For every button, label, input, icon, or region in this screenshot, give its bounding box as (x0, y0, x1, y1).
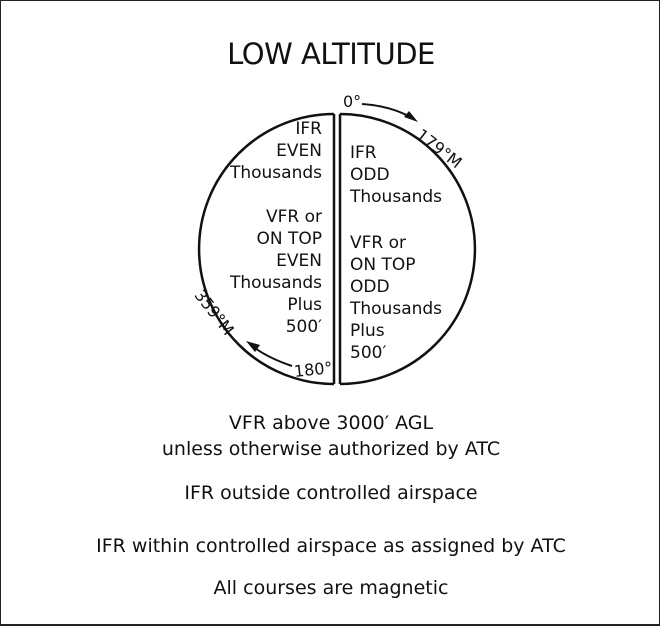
west-semicircle (197, 112, 335, 386)
east-vfr-text: VFR or ON TOP ODD Thousands Plus 500′ (350, 233, 443, 363)
east-course-arrow (361, 103, 413, 119)
west-course-arrow (251, 345, 293, 367)
vfr-note-line2: unless otherwise authorized by ATC (161, 438, 501, 460)
east-arrowhead (404, 111, 418, 122)
east-semicircle (339, 112, 477, 386)
magnetic-note: All courses are magnetic (213, 577, 449, 599)
west-arrowhead (246, 341, 260, 352)
vfr-note-line1: VFR above 3000′ AGL (228, 412, 434, 434)
heading-zero-label: 0° (343, 92, 362, 111)
ifr-outside-note: IFR outside controlled airspace (184, 482, 478, 504)
west-vfr-text: VFR or ON TOP EVEN Thousands Plus 500′ (229, 207, 322, 337)
east-ifr-text: IFR ODD Thousands (350, 143, 443, 207)
heading-180-label: 180° (293, 358, 334, 381)
west-ifr-text: IFR EVEN Thousands (229, 119, 322, 183)
ifr-within-note: IFR within controlled airspace as assign… (96, 535, 566, 557)
figure-title: LOW ALTITUDE (227, 37, 435, 71)
